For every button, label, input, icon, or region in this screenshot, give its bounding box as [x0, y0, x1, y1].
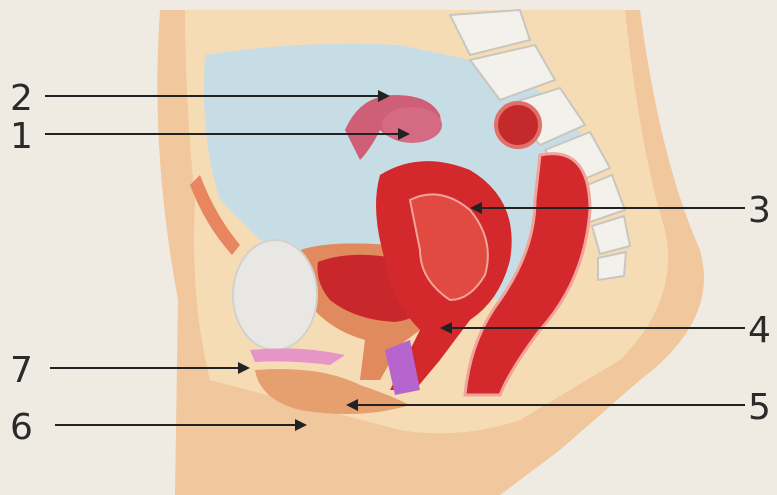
label-5: 5: [748, 387, 771, 428]
label-4: 4: [748, 310, 771, 351]
label-2: 2: [10, 78, 33, 119]
label-3: 3: [748, 190, 771, 231]
pubic-bone: [233, 240, 317, 350]
rectum-top: [496, 103, 540, 147]
label-7: 7: [10, 350, 33, 391]
ovary: [382, 107, 442, 143]
label-1: 1: [10, 116, 33, 157]
label-6: 6: [10, 407, 33, 448]
